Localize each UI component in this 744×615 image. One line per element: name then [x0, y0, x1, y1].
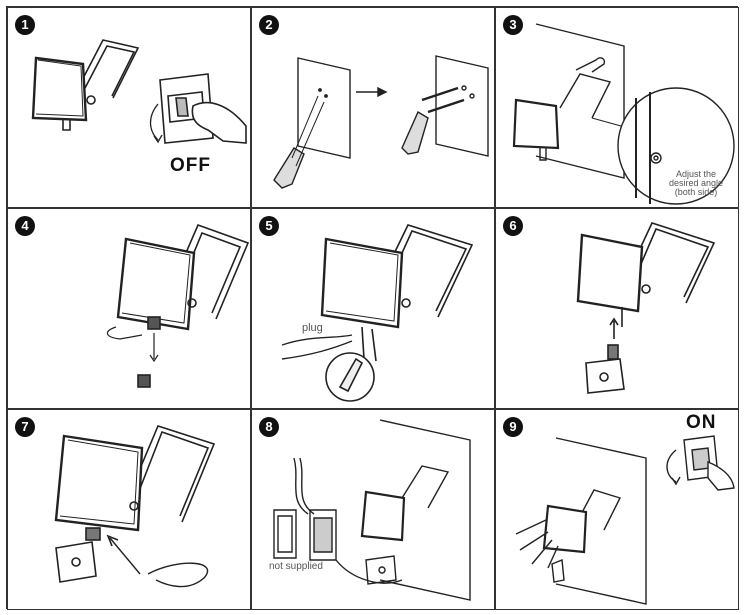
plug-label: plug — [302, 322, 323, 334]
step-number-4: 4 — [15, 216, 35, 236]
step-number-1: 1 — [15, 15, 35, 35]
step-7-illustration — [54, 425, 216, 588]
step-number-2: 2 — [259, 15, 279, 35]
step-5-illustration — [281, 224, 474, 402]
step-number-8: 8 — [259, 417, 279, 437]
step-number-6: 6 — [503, 216, 523, 236]
step-number-7: 7 — [15, 417, 35, 437]
step-9-panel: 9 ON — [495, 409, 739, 610]
off-label: OFF — [170, 155, 211, 176]
step-2-illustration — [273, 55, 489, 189]
step-number-3: 3 — [503, 15, 523, 35]
step-6-panel: 6 — [495, 208, 739, 409]
step-number-9: 9 — [503, 417, 523, 437]
step-3-illustration — [512, 23, 735, 205]
step-5-panel: 5 plug — [251, 208, 495, 409]
step-4-panel: 4 — [7, 208, 251, 409]
step-3-panel: 3 Adjust the de — [495, 7, 739, 208]
not-supplied-label: not supplied — [269, 561, 323, 572]
angle-callout: Adjust the desired angle (both side) — [668, 170, 724, 197]
step-9-illustration — [515, 435, 735, 605]
step-8-panel: 8 not supplied — [251, 409, 495, 610]
step-7-panel: 7 — [7, 409, 251, 610]
step-number-5: 5 — [259, 216, 279, 236]
callout-line-2: desired angle — [668, 178, 724, 188]
step-4-illustration — [106, 223, 250, 388]
step-2-panel: 2 — [251, 7, 495, 208]
instruction-grid: 1 OFF — [6, 6, 739, 610]
step-1-panel: 1 OFF — [7, 7, 251, 208]
step-8-illustration — [273, 419, 471, 601]
step-6-illustration — [576, 222, 716, 394]
step-1-illustration — [31, 39, 247, 144]
on-label: ON — [686, 412, 717, 433]
callout-line-1: Adjust the — [675, 169, 717, 179]
callout-line-3: (both side) — [674, 187, 718, 197]
